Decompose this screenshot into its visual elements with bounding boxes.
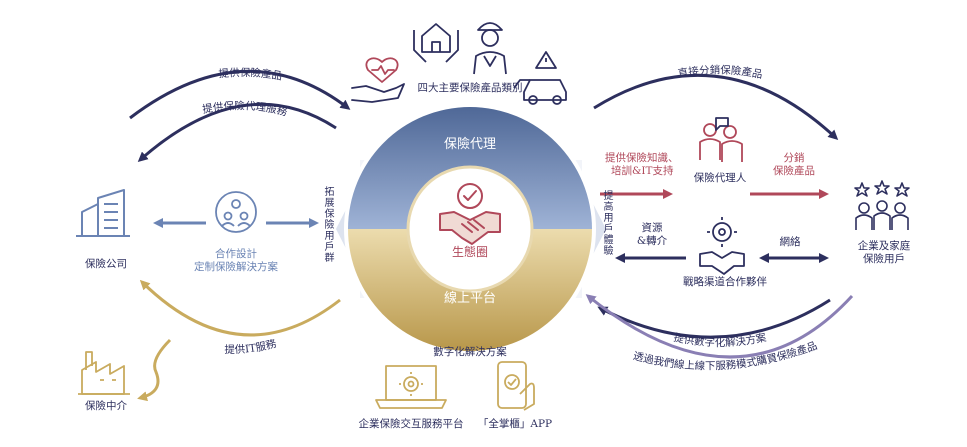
distribute-label-line1: 分銷 [783, 152, 805, 164]
support-label-line2: 培訓&IT支持 [611, 165, 674, 177]
family-stars-icon [854, 180, 910, 230]
app-label: 「全掌櫃」APP [477, 418, 553, 430]
cooperation-label-line2: 定制保險解決方案 [194, 261, 278, 273]
right-arcs [585, 73, 854, 359]
insurance-broker-label: 保險中介 [85, 400, 127, 412]
users-label-line2: 保險用戶 [863, 253, 905, 265]
center-middle-label: 生態圈 [451, 245, 488, 259]
ecosystem-handshake-icon [439, 183, 501, 245]
left-arcs [129, 70, 351, 402]
house-hands-icon [413, 23, 459, 63]
phone-app-icon [497, 361, 535, 411]
gear-handshake-icon [699, 217, 745, 275]
platform-label: 企業保險交互服務平台 [358, 418, 464, 430]
insurance-agent-label: 保險代理人 [693, 172, 747, 184]
laptop-gear-icon [375, 365, 447, 409]
support-label-line1: 提供保險知識、 [605, 152, 679, 164]
right-vertical-label: 提高用戶體驗 [601, 190, 612, 256]
users-label-line1: 企業及家庭 [857, 240, 911, 252]
resource-label-line2: &轉介 [636, 235, 668, 247]
factory-icon [78, 351, 130, 395]
agents-icon [699, 117, 743, 162]
arc-label-provide-products: 提供保險產品 [218, 66, 283, 83]
center-ecosystem-circle [344, 103, 596, 355]
people-cycle-icon [215, 191, 257, 233]
cooperation-label-line1: 合作設計 [215, 248, 257, 260]
strategic-partner-label: 戰略渠道合作夥伴 [683, 276, 767, 288]
insurance-company-label: 保險公司 [85, 258, 127, 270]
worker-icon [473, 22, 507, 75]
building-icon [76, 189, 130, 237]
left-vertical-label: 拓展保險用戶群 [322, 186, 333, 263]
car-accident-icon [513, 51, 567, 105]
center-bottom-label: 線上平台 [443, 291, 496, 306]
arc-label-it-service: 提供IT服務 [224, 337, 278, 356]
right-flow-arrows [600, 189, 829, 263]
network-label: 網絡 [779, 236, 801, 248]
resource-label-line1: 資源 [641, 222, 663, 234]
arc-label-provide-agency: 提供保險代理服務 [202, 99, 290, 118]
bottom-banner-label: 數字化解決方案 [433, 346, 507, 358]
top-banner-label: 四大主要保險產品類別 [417, 82, 523, 94]
arc-label-direct-distribution: 直接分銷保險產品 [677, 63, 764, 81]
heart-hand-icon [351, 57, 405, 103]
distribute-label-line2: 保險產品 [773, 165, 815, 177]
center-top-label: 保險代理 [443, 137, 496, 152]
